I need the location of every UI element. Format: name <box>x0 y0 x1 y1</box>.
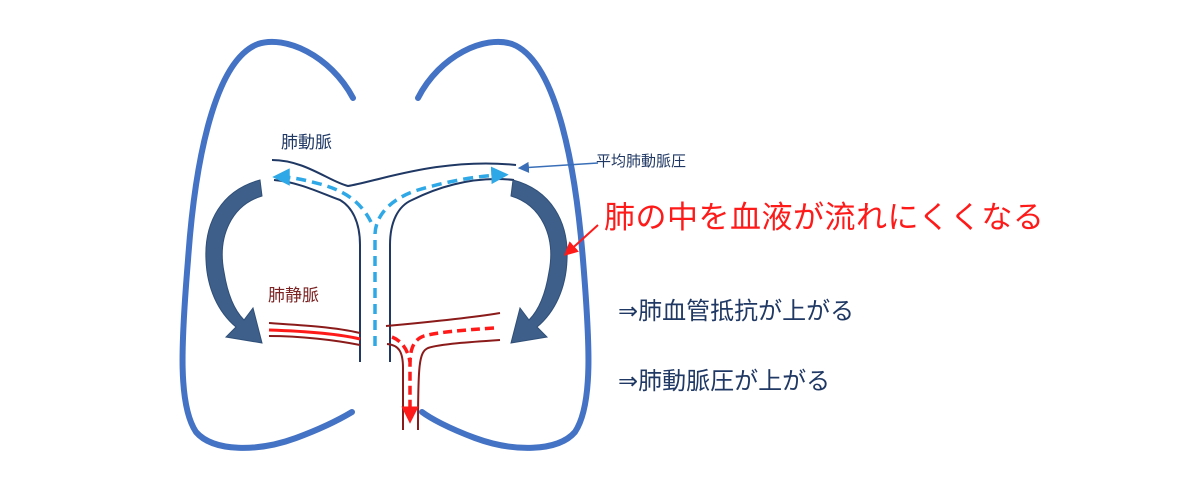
pulmonary-artery-label: 肺動脈 <box>281 135 332 152</box>
pulmonary-vein-label: 肺静脈 <box>268 288 319 305</box>
mpap-callout-arrow <box>520 163 598 168</box>
venous-flow-branch <box>392 337 410 362</box>
mean-pulmonary-artery-pressure-label: 平均肺動脈圧 <box>596 154 686 169</box>
right-curved-arrow <box>511 180 567 343</box>
consequence-vascular-resistance: ⇒肺血管抵抗が上がる <box>618 299 854 323</box>
consequence-artery-pressure: ⇒肺動脈圧が上がる <box>618 369 830 393</box>
main-statement: 肺の中を血液が流れにくくなる <box>604 203 1044 234</box>
right-pulmonary-vein <box>386 313 500 430</box>
left-curved-arrow <box>206 180 262 343</box>
